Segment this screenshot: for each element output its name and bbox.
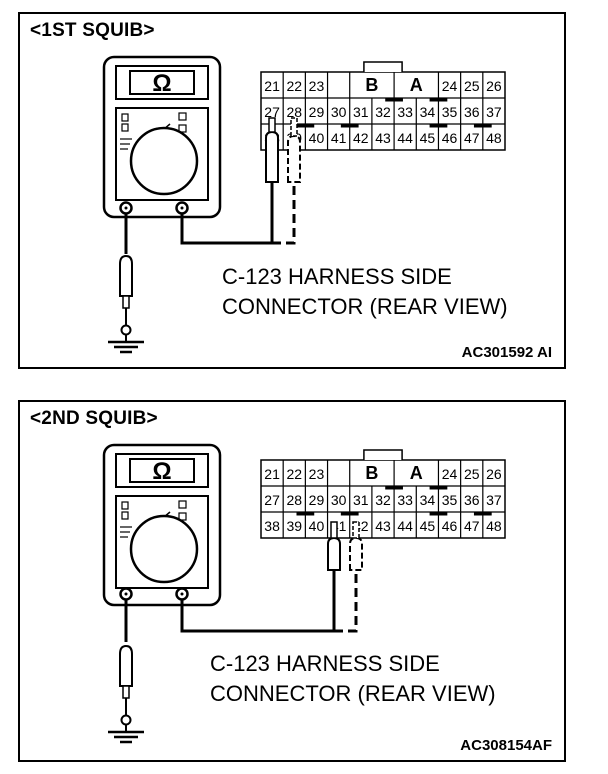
connector-pin: 47 [464, 130, 480, 146]
connector-pin: 29 [309, 492, 325, 508]
probe-lead-solid [180, 521, 341, 633]
connector-pin: 42 [353, 130, 369, 146]
connector-pin: 31 [353, 492, 369, 508]
connector-pin: 24 [442, 466, 458, 482]
connector-pin: 43 [375, 518, 391, 534]
connector-pin: 44 [397, 518, 413, 534]
connector-pin: 26 [486, 78, 502, 94]
connector-diagram: 212223BA24252627282930313233343536373839… [260, 61, 506, 151]
first-squib-panel: Ω [18, 12, 566, 369]
connector-pin: 39 [286, 518, 302, 534]
caption-line-1: C-123 HARNESS SIDE [210, 651, 440, 676]
connector-pin: 28 [286, 492, 302, 508]
caption-line-1: C-123 HARNESS SIDE [222, 264, 452, 289]
connector-caption: C-123 HARNESS SIDE CONNECTOR (REAR VIEW) [222, 262, 508, 322]
panel-title: <2ND SQUIB> [30, 408, 158, 429]
ground-symbol [108, 730, 144, 744]
connector-caption: C-123 HARNESS SIDE CONNECTOR (REAR VIEW) [210, 649, 496, 709]
connector-pin: 37 [486, 104, 502, 120]
connector-pin: 33 [397, 492, 413, 508]
connector-pin: 22 [286, 78, 302, 94]
connector-cavity-label: A [410, 463, 423, 483]
probe-lead-solid [180, 117, 279, 245]
connector-pin: 23 [309, 78, 325, 94]
connector-pin: 30 [331, 492, 347, 508]
connector-pin: 27 [264, 492, 280, 508]
ground-symbol [108, 340, 144, 354]
connector-pin: 40 [309, 130, 325, 146]
connector-pin: 41 [331, 130, 347, 146]
connector-pin: 23 [309, 466, 325, 482]
figure-code: AC308154AF [460, 737, 552, 754]
ohmmeter: Ω [102, 55, 222, 219]
connector-pin: 40 [309, 518, 325, 534]
ohmmeter: Ω [102, 443, 222, 607]
connector-pin: 35 [442, 492, 458, 508]
panel-title: <1ST SQUIB> [30, 20, 155, 41]
connector-pin: 21 [264, 466, 280, 482]
connector-latch [363, 61, 403, 72]
probe-lead-dashed [272, 117, 301, 245]
connector-pin: 36 [464, 104, 480, 120]
connector-cavity-label: B [365, 75, 378, 95]
connector-pin: 25 [464, 78, 480, 94]
connector-pin: 46 [442, 130, 458, 146]
connector-pin: 25 [464, 466, 480, 482]
connector-pin: 46 [442, 518, 458, 534]
probe-lead-dashed [334, 521, 363, 633]
figure-code: AC301592 AI [461, 344, 552, 361]
second-squib-diagram: Ω [102, 443, 506, 744]
connector-pin: 27 [264, 104, 280, 120]
connector-pin: 43 [375, 130, 391, 146]
connector-pin: 45 [420, 130, 436, 146]
connector-pin: 34 [420, 104, 436, 120]
connector-pin: 33 [397, 104, 413, 120]
connector-pin: 29 [309, 104, 325, 120]
connector-latch [363, 449, 403, 460]
ground-probe [119, 214, 133, 341]
caption-line-2: CONNECTOR (REAR VIEW) [210, 681, 496, 706]
connector-pin: 44 [397, 130, 413, 146]
connector-pin: 48 [486, 130, 502, 146]
ohm-symbol: Ω [152, 70, 171, 97]
connector-pin: 34 [420, 492, 436, 508]
ohm-symbol: Ω [152, 458, 171, 485]
connector-cavity-label: A [410, 75, 423, 95]
selector-dial [129, 126, 199, 196]
connector-pin: 45 [420, 518, 436, 534]
connector-pin: 47 [464, 518, 480, 534]
connector-pin: 26 [486, 466, 502, 482]
connector-body [260, 459, 506, 539]
connector-pin: 48 [486, 518, 502, 534]
ground-probe [119, 600, 133, 731]
connector-pin: 32 [375, 492, 391, 508]
caption-line-2: CONNECTOR (REAR VIEW) [222, 294, 508, 319]
connector-pin: 36 [464, 492, 480, 508]
connector-pin: 28 [286, 104, 302, 120]
connector-pin: 24 [442, 78, 458, 94]
first-squib-diagram: Ω [102, 55, 506, 354]
connector-pin: 22 [286, 466, 302, 482]
connector-pin: 32 [375, 104, 391, 120]
connector-pin: 38 [264, 518, 280, 534]
connector-pin: 21 [264, 78, 280, 94]
connector-diagram: 21 22 23 B A 24 25 26 27 28 29 30 31 32 33 34 35 36 37 38 39… [260, 449, 506, 539]
connector-cavity-label: B [365, 463, 378, 483]
connector-pin: 37 [486, 492, 502, 508]
selector-dial [129, 514, 199, 584]
connector-pin: 31 [353, 104, 369, 120]
connector-pin: 35 [442, 104, 458, 120]
second-squib-panel: Ω [18, 400, 566, 762]
connector-pin: 30 [331, 104, 347, 120]
